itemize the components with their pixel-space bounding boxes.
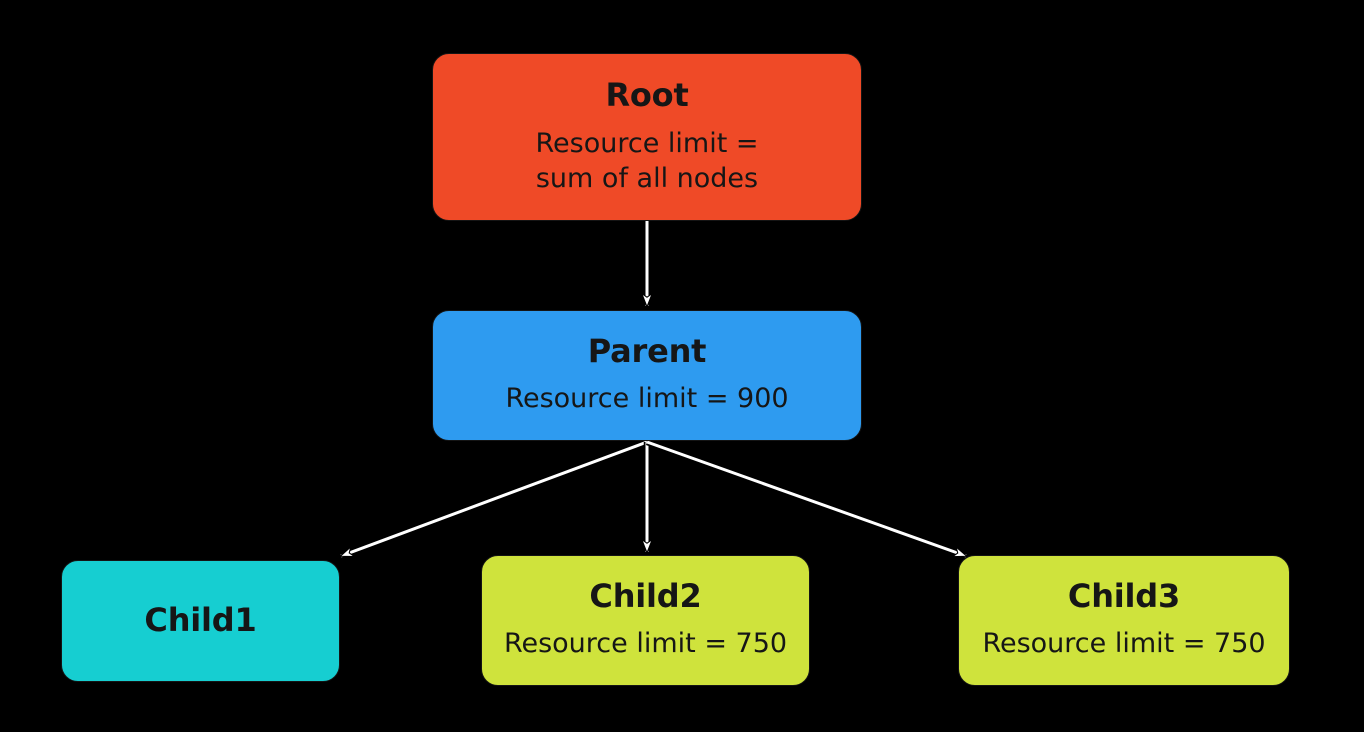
node-root-subtitle: Resource limit = sum of all nodes <box>535 128 759 194</box>
node-parent[interactable]: Parent Resource limit = 900 <box>432 310 862 441</box>
edge-parent-to-child1 <box>341 438 649 560</box>
node-parent-title: Parent <box>587 332 707 371</box>
node-root[interactable]: Root Resource limit = sum of all nodes <box>432 53 862 221</box>
edge-parent-to-child3 <box>645 438 966 560</box>
node-child1-title: Child1 <box>144 601 257 640</box>
node-parent-subtitle: Resource limit = 900 <box>505 383 789 415</box>
node-child1[interactable]: Child1 <box>61 560 340 682</box>
node-child3-title: Child3 <box>1067 577 1181 616</box>
node-child2-subtitle: Resource limit = 750 <box>503 628 788 660</box>
node-child3[interactable]: Child3 Resource limit = 750 <box>958 555 1290 686</box>
node-child3-subtitle: Resource limit = 750 <box>982 628 1266 660</box>
node-root-title: Root <box>605 75 689 114</box>
node-child2-title: Child2 <box>589 577 702 616</box>
node-child2[interactable]: Child2 Resource limit = 750 <box>481 555 810 686</box>
